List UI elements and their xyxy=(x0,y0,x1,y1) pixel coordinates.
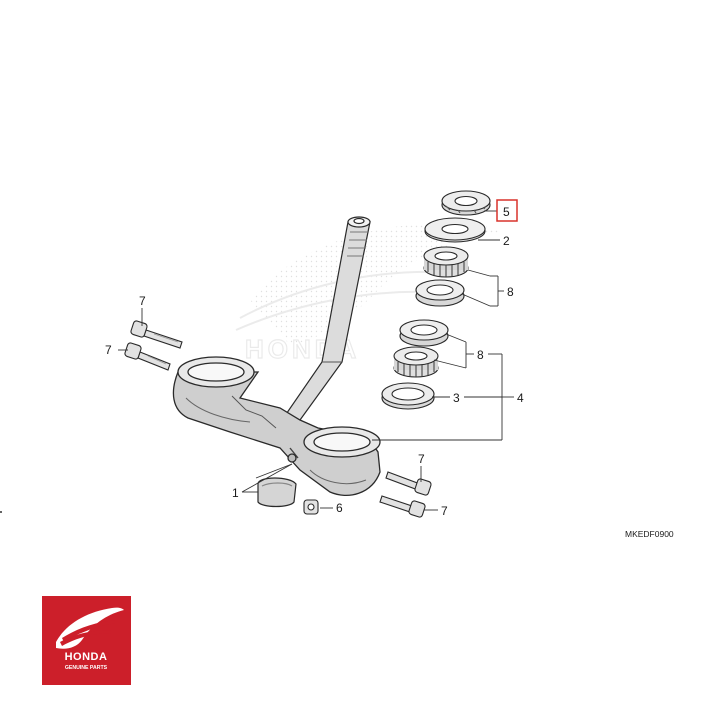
callout-8-upper: 8 xyxy=(507,285,514,299)
drawing-code: MKEDF0900 xyxy=(625,529,674,539)
cable-clamp xyxy=(257,477,297,508)
callout-3: 3 xyxy=(453,391,460,405)
callout-2: 2 xyxy=(503,234,510,248)
callout-7-lower-left: 7 xyxy=(105,343,112,357)
honda-genuine-parts-logo: HONDA GENUINE PARTS xyxy=(42,596,131,685)
callout-8-lower: 8 xyxy=(477,348,484,362)
bolt-small xyxy=(303,499,319,515)
callout-1: 1 xyxy=(232,486,239,500)
upper-race xyxy=(415,279,465,307)
callout-4: 4 xyxy=(517,391,524,405)
logo-brand-name: HONDA xyxy=(65,651,108,663)
lock-washer xyxy=(424,217,486,243)
callout-6: 6 xyxy=(336,501,343,515)
lower-triple-clamp xyxy=(172,356,381,496)
callout-5: 5 xyxy=(503,205,510,219)
logo-tagline: GENUINE PARTS xyxy=(65,665,108,671)
upper-bearing xyxy=(423,246,469,278)
margin-dot xyxy=(0,511,2,513)
bolt-upper-left xyxy=(130,320,183,349)
lower-race xyxy=(399,319,449,347)
steering-stem xyxy=(280,216,371,421)
bolt-lower-right xyxy=(379,495,426,518)
highlight-box xyxy=(496,199,518,222)
callout-7-upper-right: 7 xyxy=(418,452,425,466)
lower-bearing xyxy=(393,346,439,378)
bolt-upper-right xyxy=(385,471,432,496)
dust-seal xyxy=(381,382,435,410)
leader-lines xyxy=(118,210,514,511)
bolt-lower-left xyxy=(124,342,171,371)
wing-icon xyxy=(56,607,124,649)
callout-7-lower-right: 7 xyxy=(441,504,448,518)
stem-nut xyxy=(441,190,491,216)
callout-7-upper-left: 7 xyxy=(139,294,146,308)
